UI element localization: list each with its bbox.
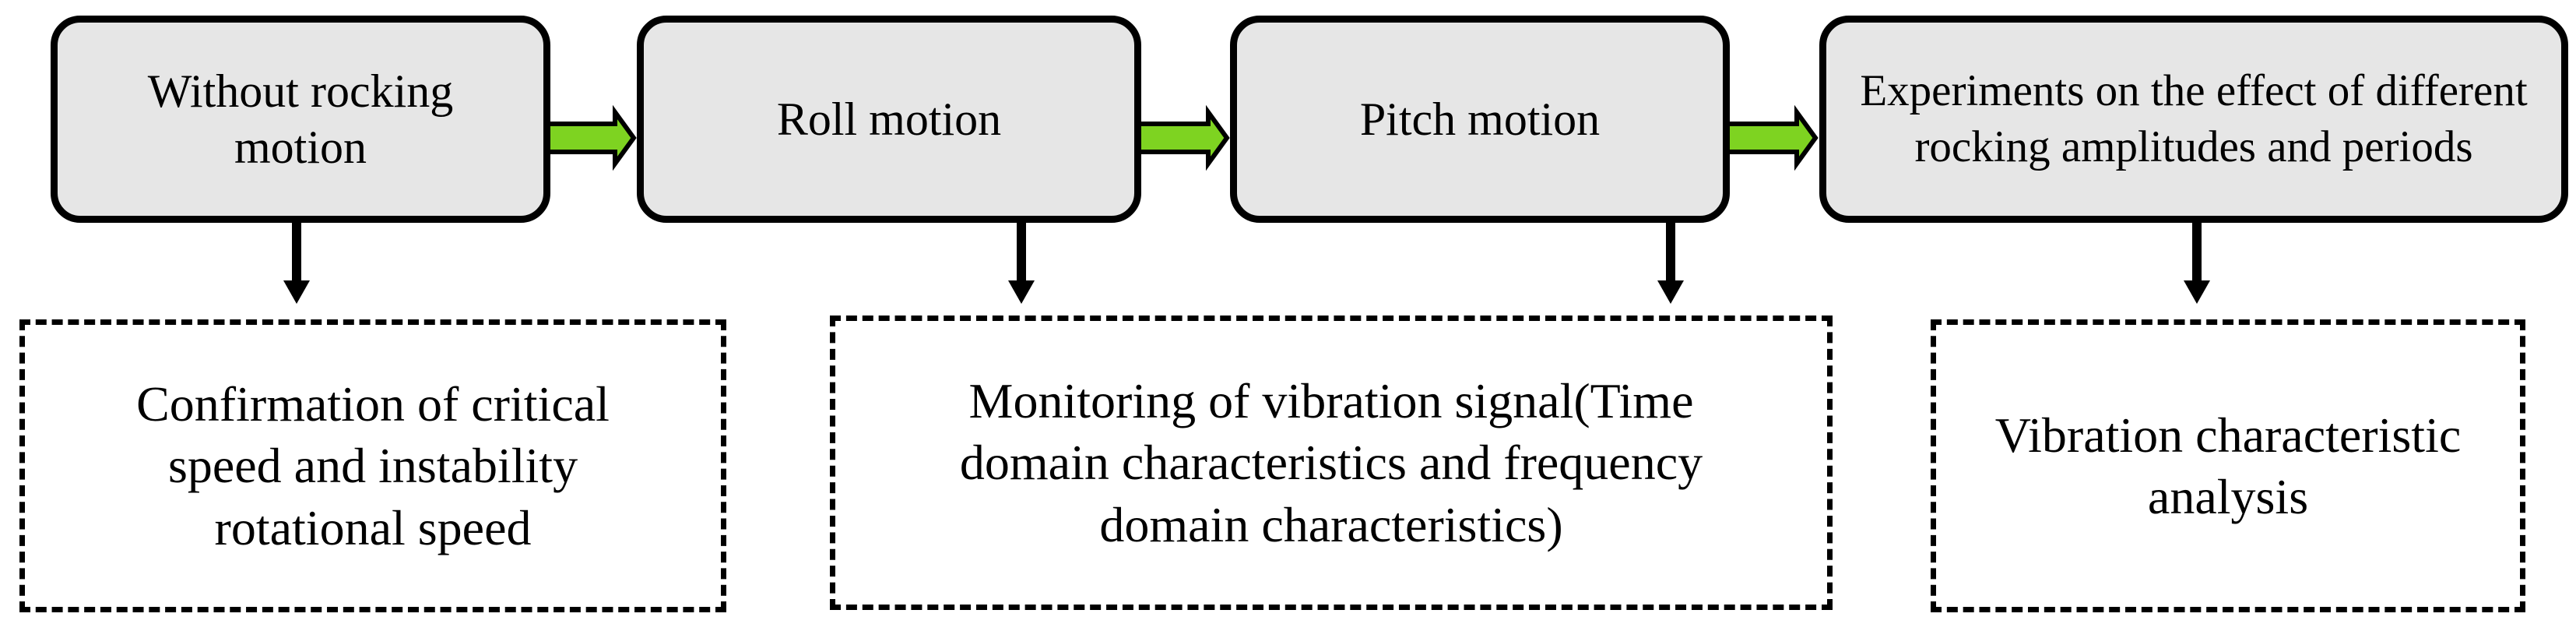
result-label: Monitoring of vibration signal(Time doma…: [959, 372, 1703, 552]
down-arrow-4: [2184, 223, 2210, 304]
stage-label: Pitch motion: [1359, 93, 1601, 145]
stage-box-without-rocking: Without rocking motion: [51, 16, 550, 223]
stage-label: Without rocking motion: [147, 65, 454, 173]
result-box-vibration-monitoring: Monitoring of vibration signal(Time doma…: [830, 316, 1833, 610]
stage-box-experiments: Experiments on the effect of different r…: [1819, 16, 2568, 223]
stage-box-roll: Roll motion: [637, 16, 1141, 223]
down-arrow-1: [283, 223, 310, 304]
flow-arrow-1: [546, 104, 637, 171]
down-arrow-2: [1008, 223, 1035, 304]
stage-box-pitch: Pitch motion: [1230, 16, 1730, 223]
stage-label: Roll motion: [776, 93, 1002, 145]
stage-label: Experiments on the effect of different r…: [1860, 66, 2528, 171]
result-label: Confirmation of critical speed and insta…: [136, 375, 610, 555]
flow-arrow-3: [1724, 104, 1819, 171]
result-box-critical-speed: Confirmation of critical speed and insta…: [19, 319, 726, 612]
flow-arrow-2: [1136, 104, 1230, 171]
down-arrow-3: [1657, 223, 1684, 304]
result-label: Vibration characteristic analysis: [1994, 407, 2462, 524]
result-box-vibration-analysis: Vibration characteristic analysis: [1931, 319, 2525, 612]
